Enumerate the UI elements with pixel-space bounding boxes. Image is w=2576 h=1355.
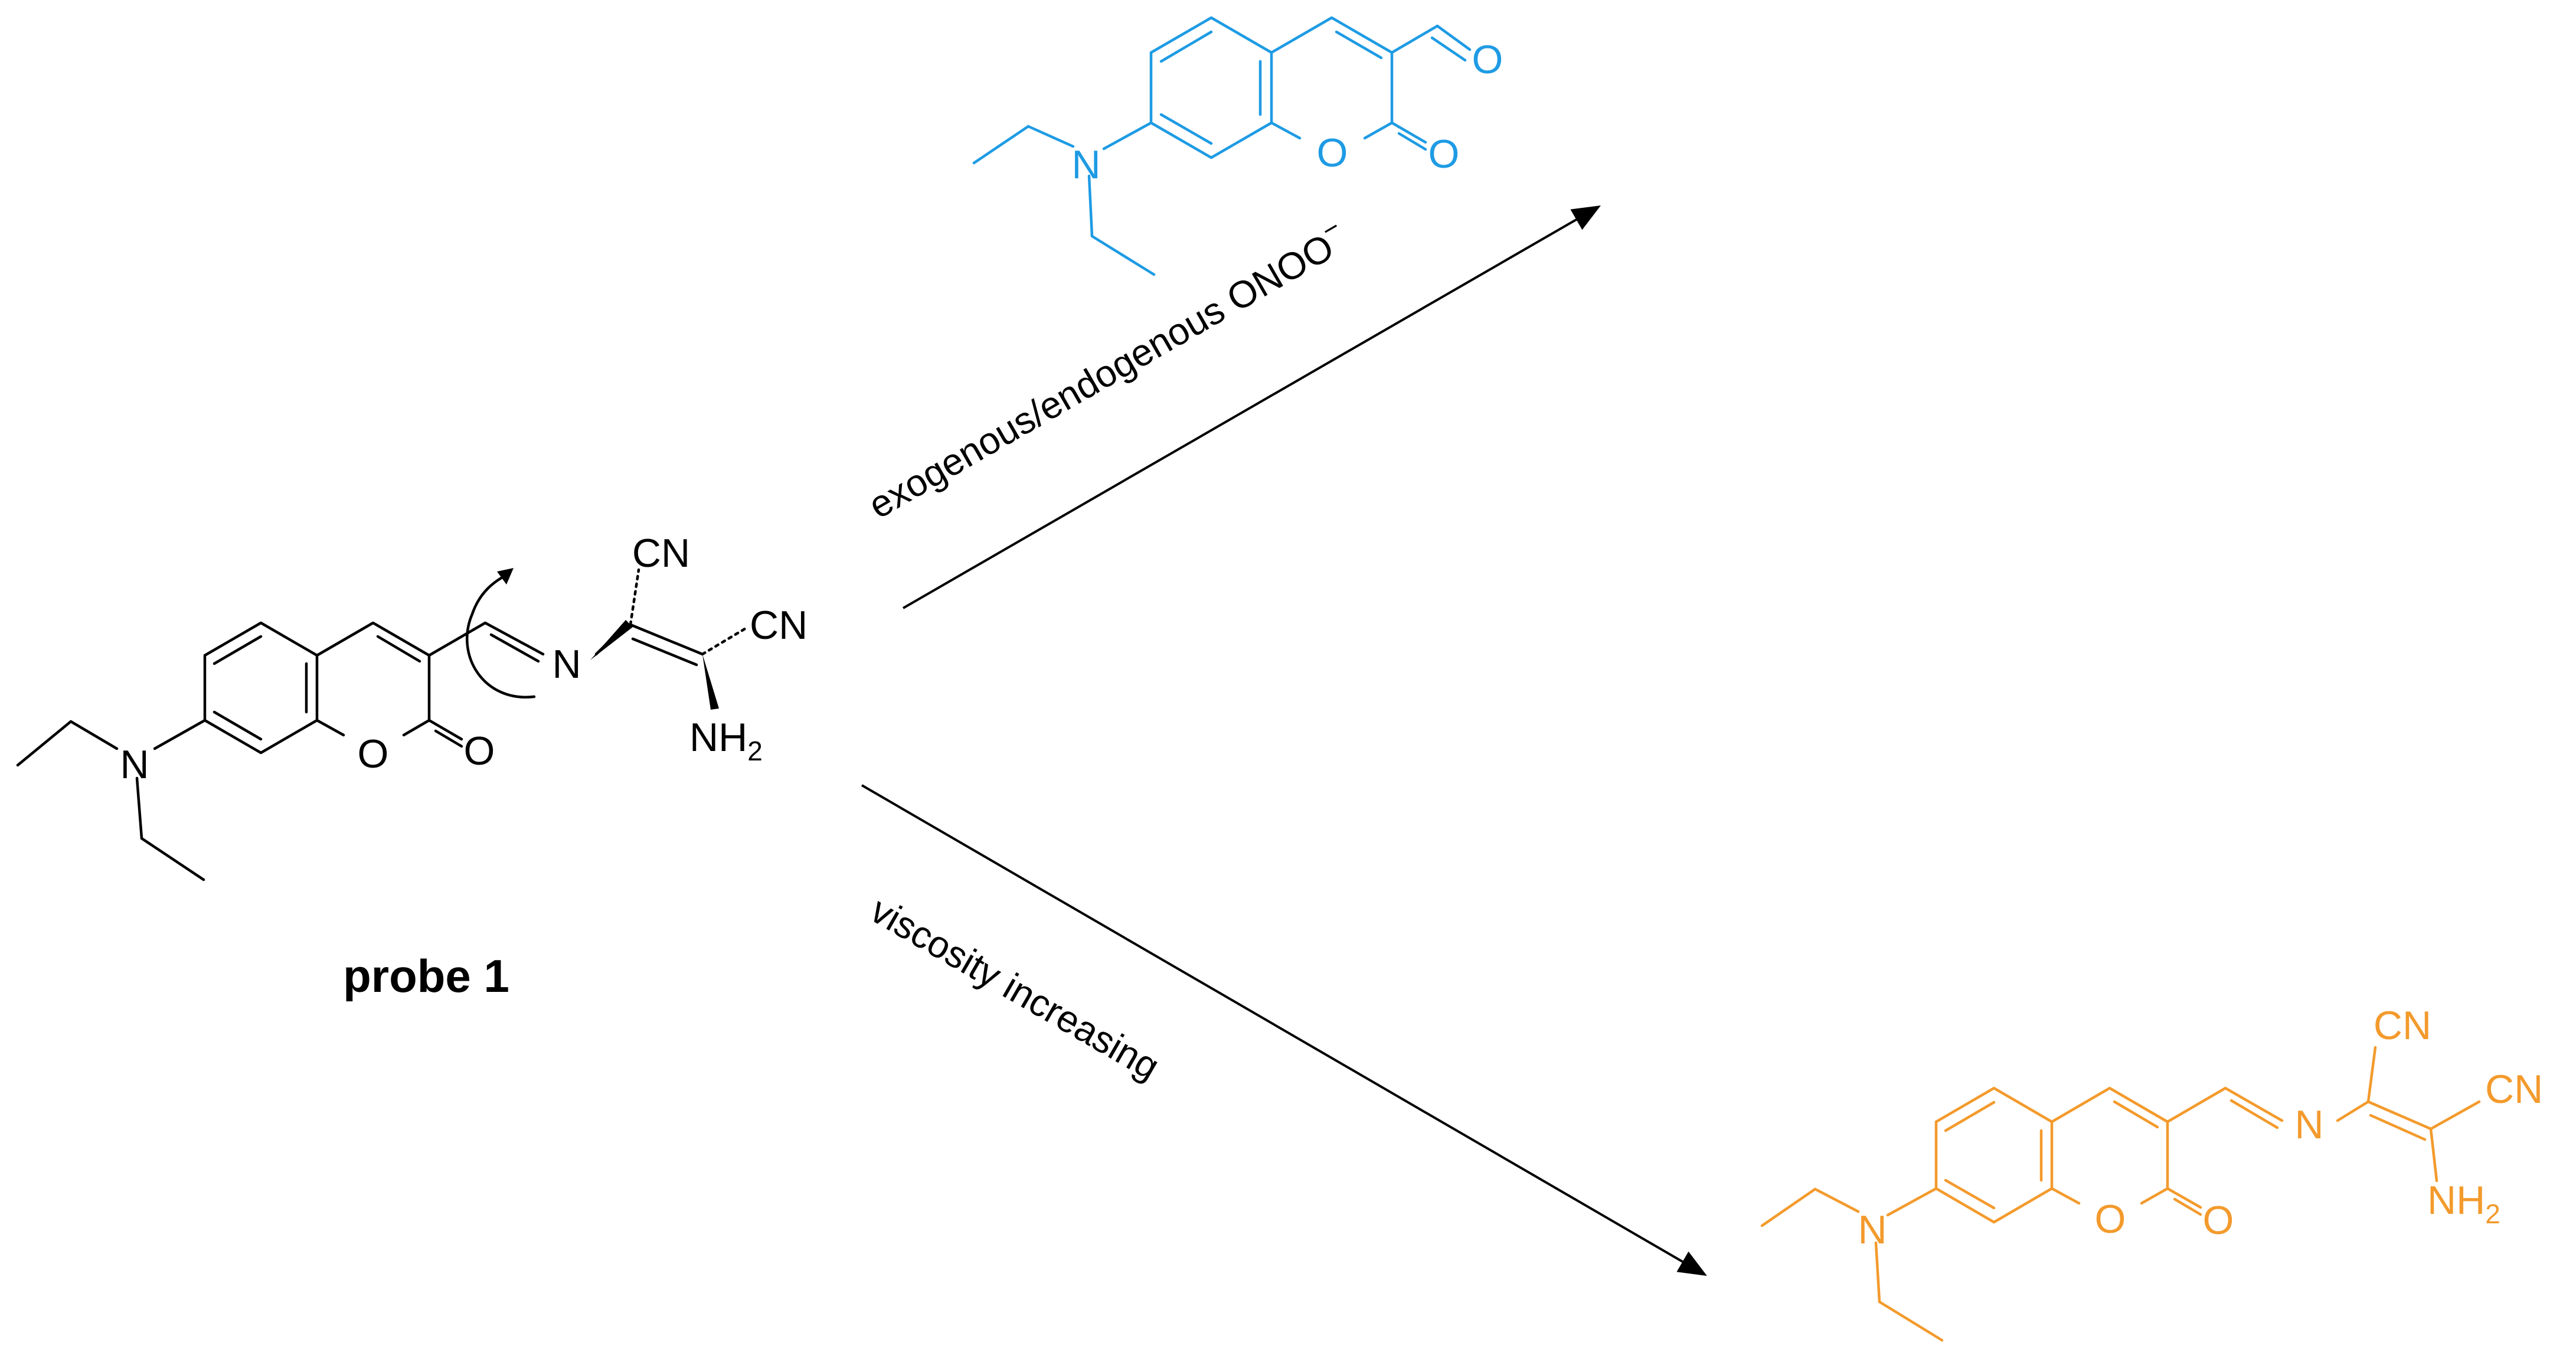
upper-condition-label: exogenous/endogenous ONOO− <box>858 211 1355 527</box>
visc-imine-double-b <box>2230 1099 2279 1129</box>
probe-cn-top-bond <box>629 568 640 626</box>
ox-ethyl-1a <box>1027 125 1075 148</box>
probe-rotation-arrowhead <box>497 568 514 585</box>
visc-nh2-label: NH2 <box>2427 1178 2500 1229</box>
visc-pyranone-ring <box>2050 1086 2169 1205</box>
probe-benzene-double-1 <box>213 635 263 665</box>
visc-o-ring-label: O <box>2095 1197 2126 1242</box>
visc-c3c4-double <box>2113 1100 2159 1129</box>
visc-benzene-double-1 <box>1944 1101 1996 1132</box>
visc-ethyl-1b <box>1760 1187 1817 1227</box>
ox-ethyl-2a <box>1087 174 1094 238</box>
ox-aldehyde-co-b <box>1430 36 1467 62</box>
probe-imine-double-a <box>483 621 545 656</box>
ox-benzene-ring <box>1149 16 1273 159</box>
visc-cn-top-bond <box>2366 1046 2377 1103</box>
probe-cn-right-bond <box>701 627 747 656</box>
ox-ring-o-bond <box>1270 121 1302 140</box>
ox-o-carbonyl-label: O <box>1428 132 1460 177</box>
visc-ring-o-bond <box>2050 1187 2081 1205</box>
probe-carbonyl-bond-a <box>427 719 463 741</box>
visc-ch-bond <box>2166 1086 2227 1124</box>
probe-ethyl-2a <box>135 776 143 840</box>
aldehyde-product-structure <box>972 16 1472 276</box>
visc-cc-double-b <box>2369 1114 2427 1141</box>
ox-benzene-double-1 <box>1159 30 1213 63</box>
ox-n-aryl-bond <box>1102 121 1153 151</box>
probe-n-imine-label: N <box>552 642 581 687</box>
upper-reaction-arrow <box>903 205 1601 609</box>
probe-nh2-label: NH2 <box>689 715 763 766</box>
ox-aldehyde-ch-bond <box>1390 24 1439 54</box>
probe-n-aryl-bond <box>153 719 207 750</box>
probe-wedge-bond-2 <box>702 654 719 710</box>
probe-name-label: probe 1 <box>343 950 509 1002</box>
probe-benzene-ring <box>203 621 319 755</box>
lower-condition-label: viscosity increasing <box>864 889 1166 1088</box>
visc-cn-right-bond <box>2429 1100 2481 1131</box>
visc-benzene-double-3 <box>1944 1178 1996 1210</box>
probe-pyranone-ring <box>315 621 431 737</box>
probe-o-ring-label: O <box>358 732 389 776</box>
probe-ethyl-1a <box>69 720 119 750</box>
visc-cn-right-label: CN <box>2485 1067 2543 1112</box>
probe-o-carbonyl-label: O <box>464 729 495 773</box>
probe-cc-double-b <box>631 637 698 667</box>
ox-o-ring-label: O <box>1317 130 1348 175</box>
visc-cc-double-a <box>2366 1100 2433 1131</box>
visc-ethyl-1a <box>1813 1187 1860 1213</box>
viscosity-product-structure <box>1760 1046 2481 1342</box>
visc-benzene-ring <box>1934 1086 2054 1224</box>
probe-benzene-double-3 <box>213 710 263 741</box>
visc-ethyl-2b <box>1878 1300 1944 1342</box>
probe-carbonyl-bond-b <box>434 729 463 748</box>
visc-ethyl-2a <box>1874 1241 1881 1304</box>
probe-c3c4-double <box>376 635 421 663</box>
lower-reaction-arrow <box>861 784 1707 1276</box>
probe-n-amine-label: N <box>120 742 149 787</box>
visc-nh2-bond <box>2429 1127 2438 1183</box>
ox-o-aldehyde-label: O <box>1472 37 1503 82</box>
ox-n-amine-label: N <box>1071 142 1100 187</box>
ox-carbonyl-bond-b <box>1397 132 1427 151</box>
ox-carbonyl-bond-a <box>1390 121 1427 144</box>
probe-imine-double-b <box>489 633 540 663</box>
probe-cc-double-a <box>629 623 704 656</box>
ox-ethyl-1b <box>972 125 1030 165</box>
ox-aldehyde-co-a <box>1436 24 1472 51</box>
visc-carbonyl-bond-b <box>2173 1197 2202 1216</box>
probe-rotation-arrow <box>466 572 536 699</box>
visc-n-amine-label: N <box>1858 1207 1887 1252</box>
visc-n-aryl-bond <box>1886 1187 1938 1217</box>
probe-cn-top-label: CN <box>632 531 690 576</box>
visc-n-c-bond <box>2336 1100 2370 1122</box>
visc-cn-top-label: CN <box>2374 1003 2431 1048</box>
visc-imine-double-a <box>2224 1086 2284 1122</box>
visc-n-imine-label: N <box>2294 1102 2323 1147</box>
visc-carbonyl-bond-a <box>2166 1187 2202 1209</box>
ox-benzene-double-3 <box>1159 113 1213 145</box>
visc-o-carbonyl-label: O <box>2203 1198 2234 1243</box>
ox-c3c4-double <box>1335 30 1383 60</box>
probe-ch-bond <box>427 621 487 657</box>
probe-cn-right-label: CN <box>750 603 808 648</box>
probe-wedge-bond-1 <box>590 620 633 660</box>
ox-ethyl-2b <box>1090 234 1156 276</box>
ox-pyranone-ring <box>1270 16 1394 140</box>
probe-ring-o-bond <box>315 719 345 737</box>
probe-ethyl-2b <box>140 837 205 881</box>
probe-ethyl-1b <box>16 720 73 767</box>
probe-1-structure <box>16 568 747 881</box>
